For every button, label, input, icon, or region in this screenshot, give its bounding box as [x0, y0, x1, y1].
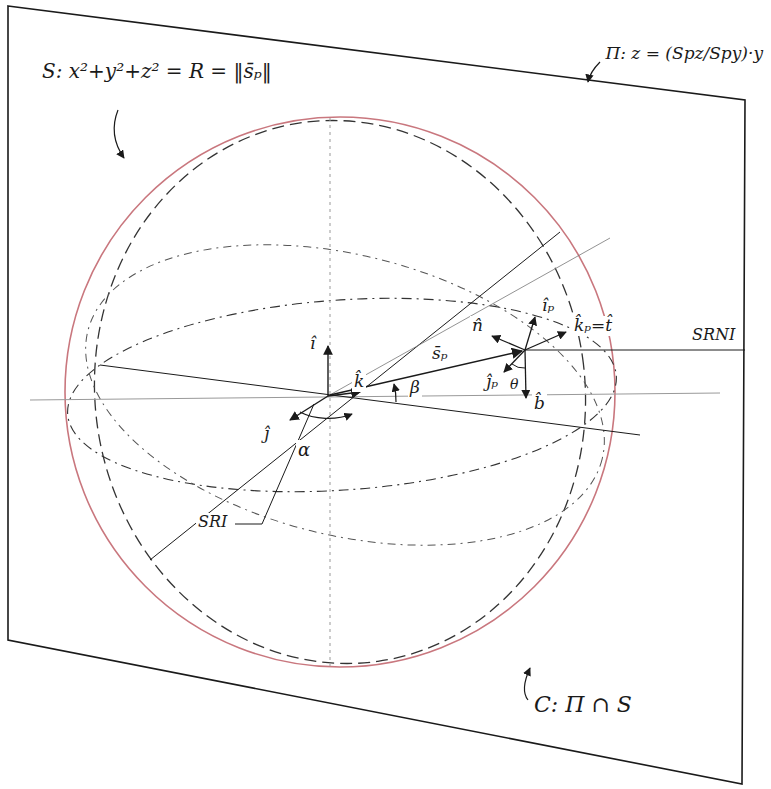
sphere-outline [65, 117, 615, 667]
unit-vector [525, 350, 526, 398]
unit-vector-label: k̂ₚ=t̂ [572, 316, 614, 336]
unit-vector [525, 332, 566, 350]
diagonal-axis [328, 238, 610, 396]
unit-vector [525, 317, 535, 350]
unit-vector [504, 350, 525, 372]
unit-vector-label: k̂ [352, 372, 366, 392]
unit-vector-label: î [308, 334, 317, 354]
angle-label: α [296, 440, 312, 461]
position-vector [330, 351, 522, 395]
horizontal-axis [30, 393, 720, 400]
plane-equation: Π: z = (Spz/Spy)·y [603, 44, 765, 64]
unit-vector [327, 346, 328, 396]
frame-name: SRI [196, 513, 229, 531]
leader-arrow [524, 668, 530, 700]
vector-label: s̄ₚ [430, 344, 450, 364]
unit-vector-label: îₚ [540, 296, 556, 316]
angle-label: θ [508, 376, 520, 392]
unit-vector [492, 336, 525, 350]
frame-name: SRNI [690, 326, 737, 344]
unit-vector-label: ĵ [262, 424, 271, 444]
leader-arrow [114, 110, 124, 158]
equator-ellipse [61, 281, 623, 509]
angle-label: β [408, 378, 422, 398]
angle-arc [394, 384, 396, 402]
unit-vector-label: n̂ [470, 316, 485, 336]
unit-vector-label: b̂ [532, 394, 547, 414]
intersection-label: C: Π ∩ S [532, 692, 634, 717]
leader-line [235, 404, 314, 524]
vertical-axis [330, 118, 331, 666]
diagonal-axis [150, 232, 560, 560]
intersection-circle [60, 89, 621, 696]
angle-arc [512, 364, 525, 368]
plane-outline [8, 6, 745, 784]
diagonal-axis [100, 365, 640, 435]
sphere-equation: S: x²+y²+z² = R = ‖s̄ₚ‖ [40, 60, 274, 83]
leader-line [525, 350, 745, 351]
unit-vector-label: ĵₚ [484, 372, 500, 392]
leader-arrow [588, 62, 600, 82]
